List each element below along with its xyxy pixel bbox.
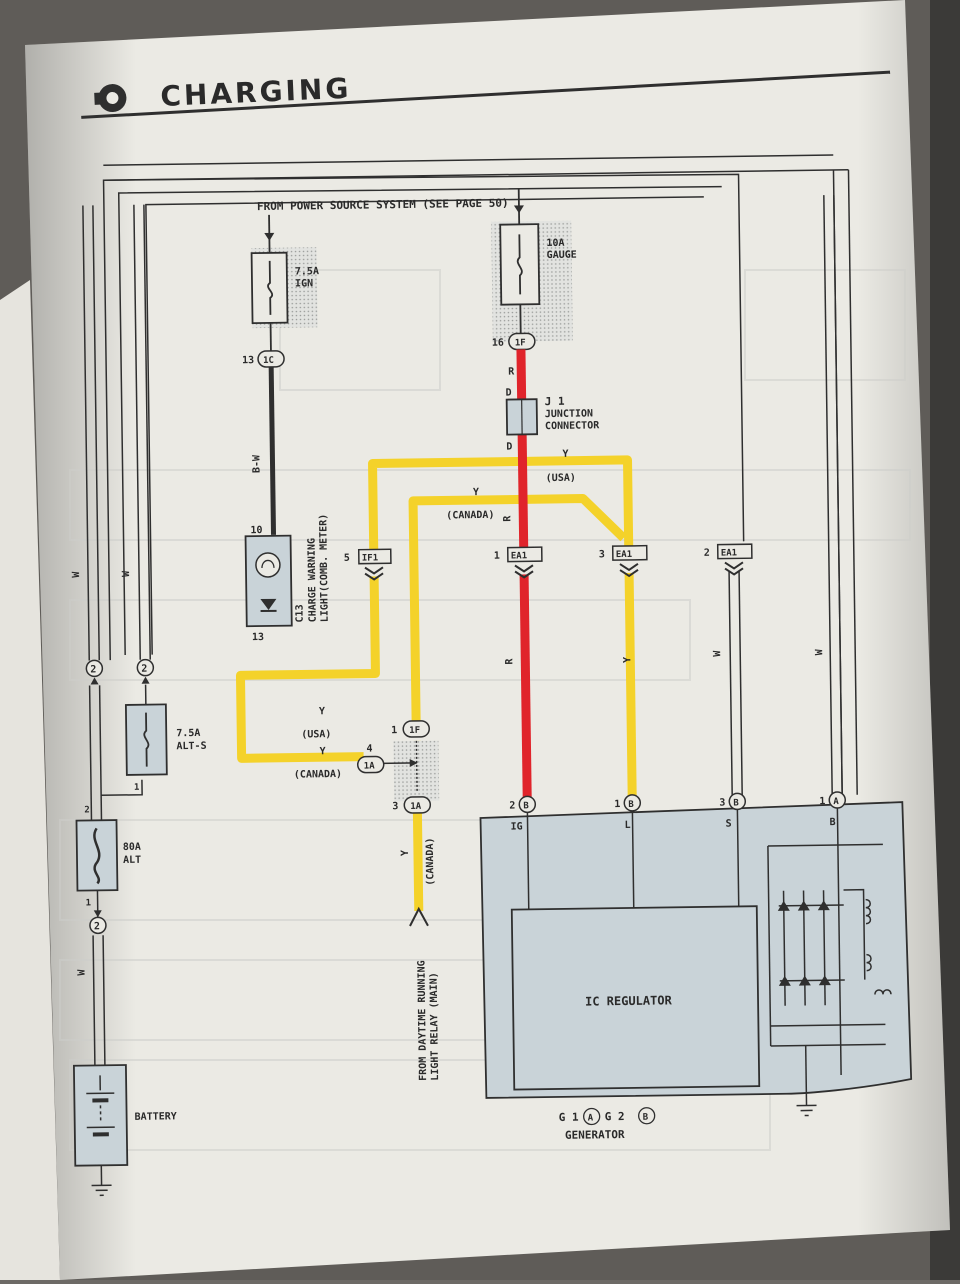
svg-text:ALT-S: ALT-S [176, 741, 206, 752]
gauge-fuse-name: GAUGE [547, 250, 577, 261]
svg-text:EA1: EA1 [511, 551, 527, 561]
ign-connector-pin: 13 [242, 355, 254, 366]
svg-text:A: A [833, 797, 839, 807]
svg-text:CHARGE WARNING: CHARGE WARNING [307, 538, 319, 622]
svg-text:13: 13 [252, 632, 264, 643]
svg-text:4: 4 [366, 744, 372, 755]
svg-text:1: 1 [86, 898, 92, 908]
svg-text:1: 1 [614, 799, 620, 810]
svg-text:B: B [523, 801, 529, 811]
svg-text:(CANADA): (CANADA) [446, 510, 494, 522]
svg-text:10: 10 [250, 525, 262, 536]
svg-text:Y: Y [622, 657, 633, 663]
svg-text:CONNECTOR: CONNECTOR [545, 420, 600, 432]
svg-text:FROM DAYTIME RUNNING: FROM DAYTIME RUNNING [416, 960, 429, 1081]
svg-text:1: 1 [391, 725, 397, 736]
charge-light-id: C13 [294, 604, 305, 622]
svg-text:L: L [625, 820, 631, 831]
svg-text:IC REGULATOR: IC REGULATOR [585, 993, 673, 1008]
svg-text:Y: Y [319, 706, 325, 717]
svg-text:16: 16 [492, 338, 504, 349]
svg-text:1F: 1F [409, 726, 420, 736]
svg-text:7.5A: 7.5A [176, 728, 200, 739]
svg-text:(USA): (USA) [546, 473, 576, 484]
svg-text:Y: Y [473, 487, 479, 498]
svg-text:LIGHT(COMB. METER): LIGHT(COMB. METER) [318, 514, 331, 623]
svg-text:2: 2 [94, 921, 100, 932]
svg-text:G 2: G 2 [605, 1110, 625, 1123]
battery-label: BATTERY [135, 1111, 177, 1123]
svg-text:EA1: EA1 [721, 548, 737, 558]
ic-regulator: IC REGULATOR [512, 906, 759, 1089]
svg-text:S: S [726, 819, 732, 830]
svg-text:2: 2 [704, 548, 710, 559]
svg-text:B: B [643, 1113, 649, 1123]
svg-text:1A: 1A [364, 761, 376, 771]
svg-text:B: B [628, 800, 634, 810]
svg-text:3: 3 [392, 801, 398, 812]
svg-text:Y: Y [562, 449, 568, 460]
svg-text:1: 1 [819, 796, 825, 807]
svg-text:(CANADA): (CANADA) [425, 837, 437, 885]
svg-text:80A: 80A [123, 842, 141, 853]
svg-text:3: 3 [719, 798, 725, 809]
svg-text:5: 5 [344, 553, 350, 564]
svg-text:IG: IG [511, 821, 523, 832]
svg-text:Y: Y [400, 850, 411, 856]
ign-fuse-value: 7.5A [295, 266, 319, 277]
svg-text:(USA): (USA) [301, 729, 331, 740]
svg-text:1A: 1A [410, 802, 422, 812]
junction-id: J 1 [545, 395, 565, 408]
wire-bw [271, 367, 273, 535]
svg-text:1: 1 [134, 783, 140, 793]
svg-text:JUNCTION: JUNCTION [545, 408, 593, 420]
generator-label: GENERATOR [565, 1128, 625, 1142]
svg-text:ALT: ALT [123, 855, 141, 866]
svg-text:EA1: EA1 [616, 550, 632, 560]
svg-text:1: 1 [494, 551, 500, 562]
svg-text:IF1: IF1 [362, 553, 378, 563]
svg-text:LIGHT RELAY (MAIN): LIGHT RELAY (MAIN) [429, 972, 442, 1081]
svg-text:3: 3 [599, 549, 605, 560]
svg-text:(CANADA): (CANADA) [294, 769, 342, 781]
svg-text:2: 2 [141, 664, 147, 675]
gauge-fuse-value: 10A [546, 238, 564, 249]
gauge-connector: 1F [515, 338, 526, 348]
wire-bw-label: B-W [251, 454, 262, 473]
ign-connector: 1C [263, 356, 274, 366]
svg-text:2: 2 [509, 801, 515, 812]
svg-text:B: B [830, 817, 836, 828]
ign-fuse-name: IGN [295, 278, 313, 289]
svg-text:2: 2 [84, 805, 90, 815]
svg-text:D: D [505, 388, 511, 399]
svg-text:Y: Y [319, 746, 325, 757]
svg-text:D: D [506, 442, 512, 453]
svg-text:2: 2 [90, 664, 96, 675]
svg-text:A: A [588, 1113, 594, 1123]
svg-text:G 1: G 1 [559, 1111, 579, 1124]
svg-text:B: B [733, 798, 739, 808]
bulb-icon [256, 553, 280, 577]
